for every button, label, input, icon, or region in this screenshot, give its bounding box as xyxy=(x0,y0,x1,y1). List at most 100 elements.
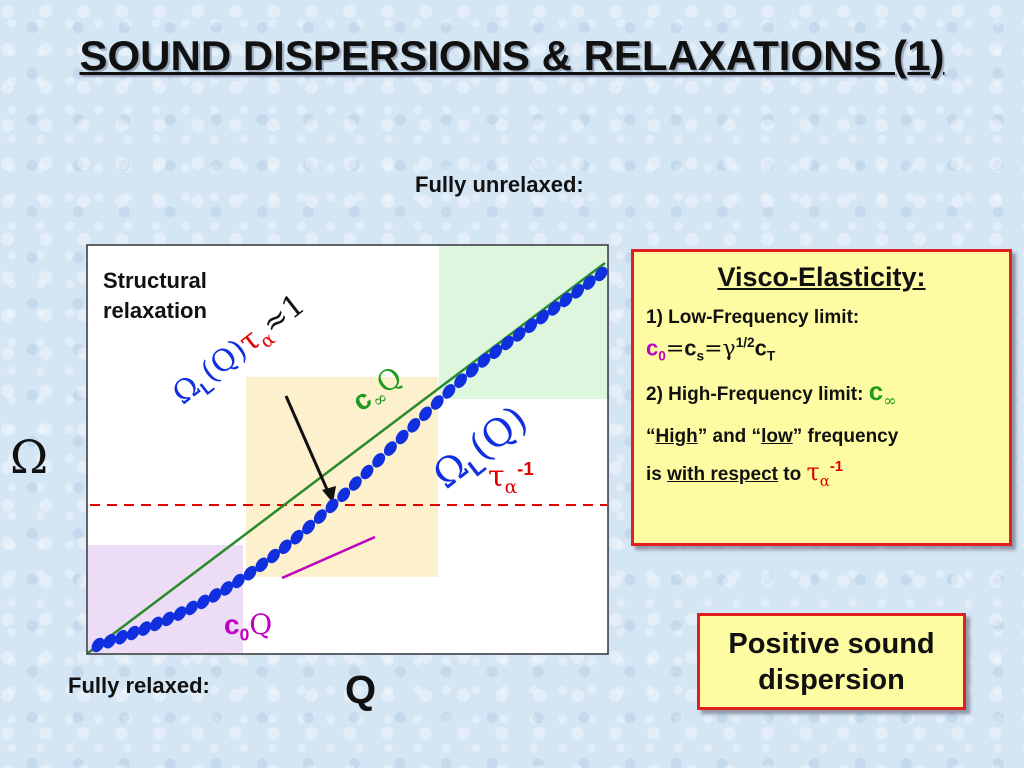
dispersion-point xyxy=(407,418,421,433)
dispersion-point xyxy=(571,284,585,299)
to-text: to xyxy=(778,463,807,485)
eq-ct-c: c xyxy=(754,335,767,361)
c-letter-2: c xyxy=(224,609,240,640)
high-word: High xyxy=(655,425,698,447)
dispersion-point xyxy=(372,453,386,468)
with-respect-row: is with respect to τα-1 xyxy=(646,458,997,490)
dispersion-point xyxy=(150,616,163,632)
dispersion-point xyxy=(536,309,549,325)
dispersion-point xyxy=(524,318,538,334)
dispersion-point xyxy=(302,519,316,535)
high-low-row: “High” and “low” frequency xyxy=(646,426,997,448)
low-frequency-equation: c0=cs=γ1/2cT xyxy=(646,335,997,364)
dispersion-point xyxy=(559,292,573,308)
dispersion-point xyxy=(395,429,409,445)
positive-line1: Positive sound xyxy=(728,628,935,660)
dispersion-point xyxy=(220,581,234,596)
dispersion-point xyxy=(383,441,397,456)
visco-heading: Visco-Elasticity: xyxy=(717,262,926,292)
dispersion-point xyxy=(512,327,526,342)
dispersion-point xyxy=(500,335,514,351)
q-letter-2: Q xyxy=(249,608,273,641)
dispersion-point xyxy=(196,594,210,610)
dispersion-point xyxy=(243,565,257,581)
eq-half-sup: 1/2 xyxy=(735,335,755,350)
dispersion-point xyxy=(582,275,596,290)
low-frequency-row: 1) Low-Frequency limit: xyxy=(646,307,860,328)
omega-l-dispersion-points xyxy=(91,266,608,653)
eq-equals-2: = xyxy=(704,336,723,362)
dispersion-point xyxy=(126,625,140,641)
positive-dispersion-box: Positive sound dispersion xyxy=(697,613,966,710)
dispersion-point xyxy=(114,629,128,645)
structural-relaxation-region xyxy=(246,377,438,577)
eq-cs-c: c xyxy=(684,335,697,361)
c0-q-line xyxy=(281,535,376,580)
eq-c0-c: c xyxy=(646,335,659,361)
tau-symbol-2: τ xyxy=(488,459,505,494)
alpha-ref: α xyxy=(819,471,830,490)
and-text: ” and “ xyxy=(697,425,762,447)
high-frequency-row: 2) High-Frequency limit: c∞ xyxy=(646,376,997,410)
omega-axis-label: Ω xyxy=(10,430,49,484)
is-text: is xyxy=(646,463,668,485)
dispersion-point xyxy=(454,373,468,388)
structural-line2: relaxation xyxy=(103,298,207,323)
crossing-arrow xyxy=(284,395,331,495)
dispersion-point xyxy=(348,476,362,491)
dispersion-point xyxy=(278,539,292,555)
fully-unrelaxed-label: Fully unrelaxed: xyxy=(415,172,584,197)
c0-q-label: c0Q xyxy=(224,608,272,646)
eq-cs-sub: s xyxy=(696,348,705,364)
alpha-sub-2: α xyxy=(504,477,518,498)
dispersion-point xyxy=(419,406,432,422)
dispersion-point xyxy=(185,600,199,616)
dispersion-point xyxy=(325,498,339,514)
minus-one-ref: -1 xyxy=(829,458,844,475)
dispersion-point xyxy=(161,611,175,627)
dispersion-point xyxy=(337,487,351,503)
low-word: low xyxy=(761,425,793,447)
eq-equals-1: = xyxy=(665,336,685,362)
with-respect-text: with respect xyxy=(667,463,778,485)
dispersion-point xyxy=(489,344,503,359)
crossing-arrow-head xyxy=(322,486,336,503)
high-frequency-text: 2) High-Frequency limit: xyxy=(646,383,864,405)
dispersion-point xyxy=(547,301,561,316)
c-inf-c: c xyxy=(868,375,884,406)
tau-ref: τ xyxy=(806,457,820,486)
quote-open: “ xyxy=(646,425,656,447)
fully-relaxed-label: Fully relaxed: xyxy=(68,673,210,698)
dispersion-point xyxy=(208,588,222,603)
dispersion-point xyxy=(255,557,269,573)
dispersion-point xyxy=(430,395,444,410)
zero-sub: 0 xyxy=(239,624,250,645)
positive-line2: dispersion xyxy=(758,664,905,696)
eq-ct-sub: T xyxy=(766,348,776,364)
c-inf-sub: ∞ xyxy=(883,390,897,410)
dispersion-point xyxy=(173,606,187,621)
structural-relaxation-label: Structural relaxation xyxy=(103,266,207,326)
q-axis-label: Q xyxy=(345,668,377,712)
dispersion-point xyxy=(267,548,280,564)
dispersion-point xyxy=(290,529,304,545)
minus-one-sup: -1 xyxy=(517,458,534,479)
eq-gamma: γ xyxy=(722,336,736,362)
dispersion-point xyxy=(465,363,479,378)
dispersion-point xyxy=(442,384,456,399)
eq-c0-sub: 0 xyxy=(658,348,666,364)
c-infinity-symbol: c∞ xyxy=(868,375,897,410)
dispersion-point xyxy=(360,464,374,480)
tau-inverse-ref: τα-1 xyxy=(806,457,844,490)
structural-line1: Structural xyxy=(103,268,207,293)
frequency-text: ” frequency xyxy=(792,425,899,447)
visco-elasticity-box: Visco-Elasticity: 1) Low-Frequency limit… xyxy=(631,249,1012,546)
page-title: SOUND DISPERSIONS & RELAXATIONS (1) xyxy=(79,32,945,79)
dispersion-point xyxy=(103,633,117,649)
dispersion-point xyxy=(313,509,327,524)
dispersion-point xyxy=(91,637,105,653)
dispersion-point xyxy=(477,353,491,368)
dispersion-point xyxy=(594,266,608,282)
dispersion-point xyxy=(138,621,152,636)
tau-inverse-label: τα-1 xyxy=(488,458,534,498)
